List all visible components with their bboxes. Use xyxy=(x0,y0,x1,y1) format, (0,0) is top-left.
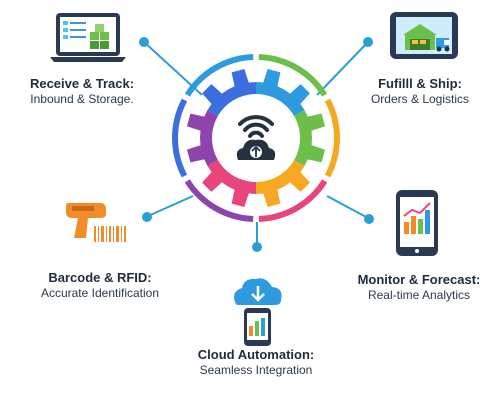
connector-fulfill xyxy=(316,41,369,96)
cloud-wifi-icon xyxy=(220,106,292,178)
dot-barcode xyxy=(142,212,152,222)
tablet-truck-icon xyxy=(390,12,458,59)
ring-segment xyxy=(172,98,188,178)
connector-barcode xyxy=(147,195,194,217)
ring-segment xyxy=(258,54,328,97)
cloud-automation-subtitle: Seamless Integration xyxy=(199,362,313,377)
label-cloud-automation: Cloud Automation: Seamless Integration xyxy=(186,347,326,377)
dot-cloud xyxy=(252,242,262,252)
dot-receive xyxy=(139,37,149,47)
label-monitor-forecast: Monitor & Forecast: Real-time Analytics xyxy=(352,272,486,302)
receive-track-title: Receive & Track: xyxy=(29,76,135,91)
fulfill-ship-title: Fufilll & Ship: xyxy=(378,76,462,91)
dot-fulfill xyxy=(363,37,373,47)
phone-analytics-icon xyxy=(396,190,438,256)
cloud-automation-title: Cloud Automation: xyxy=(197,347,315,362)
label-barcode-rfid: Barcode & RFID: Accurate Identification xyxy=(26,270,174,300)
barcode-rfid-subtitle: Accurate Identification xyxy=(40,285,160,300)
label-fulfill-ship: Fufilll & Ship: Orders & Logistics xyxy=(358,76,482,106)
label-receive-track: Receive & Track: Inbound & Storage. xyxy=(16,76,148,106)
connector-dots xyxy=(139,37,374,252)
cloud-upload-phone-icon xyxy=(234,278,282,346)
monitor-forecast-title: Monitor & Forecast: xyxy=(357,272,481,287)
ring-segment xyxy=(324,98,340,178)
ring-segment xyxy=(184,179,254,222)
barcode-rfid-title: Barcode & RFID: xyxy=(48,270,152,285)
barcode-scanner-icon xyxy=(66,203,126,242)
outer-ring xyxy=(172,54,340,222)
receive-track-subtitle: Inbound & Storage. xyxy=(30,91,134,106)
fulfill-ship-subtitle: Orders & Logistics xyxy=(370,91,470,106)
ring-segment xyxy=(258,179,328,222)
dot-monitor xyxy=(364,214,374,224)
barcode-icon xyxy=(94,226,126,242)
connector-monitor xyxy=(326,195,369,219)
ring-segment xyxy=(184,54,254,97)
laptop-inventory-icon xyxy=(50,13,126,62)
monitor-forecast-subtitle: Real-time Analytics xyxy=(367,287,471,302)
